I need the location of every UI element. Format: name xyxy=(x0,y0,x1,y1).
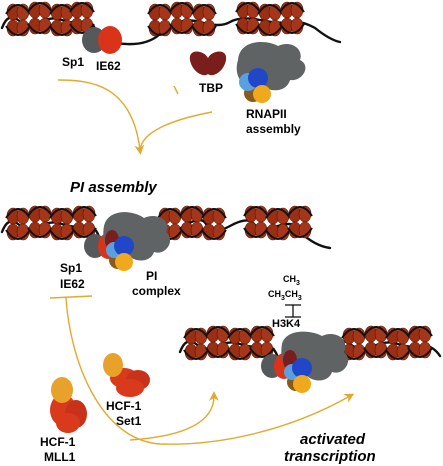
nucleosome xyxy=(169,1,195,35)
hcf1-set1-label-2: Set1 xyxy=(116,414,142,428)
activated-label: activated xyxy=(300,431,366,448)
ie62-protein xyxy=(98,26,122,54)
nucleosome xyxy=(279,1,305,35)
activation-arrows xyxy=(49,295,355,445)
tbp-protein xyxy=(189,51,227,76)
hcf1-mll1-complex xyxy=(50,377,87,433)
nucleosome xyxy=(147,3,173,37)
bottom-chromatin xyxy=(178,325,442,393)
top-chromatin xyxy=(0,1,342,54)
h3k4-methylation: CH3 CH3CH3 H3K4 xyxy=(268,274,302,330)
nucleosome xyxy=(243,205,269,239)
rnapii-label: RNAPII xyxy=(246,107,287,121)
hcf1-mll1-label-1: HCF-1 xyxy=(40,435,76,449)
nucleosome xyxy=(71,205,97,239)
hcf1-mll1-label-2: MLL1 xyxy=(44,450,76,464)
hcf1-set1-label-1: HCF-1 xyxy=(106,399,142,413)
assembly-label: assembly xyxy=(246,122,301,136)
ie62-mid-label: IE62 xyxy=(60,277,85,291)
h3k4-label: H3K4 xyxy=(272,318,301,330)
sp1-label: Sp1 xyxy=(62,55,84,69)
nucleosome xyxy=(407,325,433,359)
ch3-row: CH3CH3 xyxy=(268,289,302,302)
pi-assembly-label: PI assembly xyxy=(70,179,157,196)
nucleosome xyxy=(287,205,313,239)
complex-label: complex xyxy=(132,284,181,298)
pi-label: PI xyxy=(146,269,157,283)
ch3-top: CH3 xyxy=(283,274,300,287)
middle-chromatin xyxy=(0,205,332,271)
sp1-mid-label: Sp1 xyxy=(60,261,82,275)
nucleosome xyxy=(249,325,275,359)
rnapii-cluster xyxy=(236,41,306,103)
convergence-arrows xyxy=(57,79,213,155)
hcf1-set1-complex xyxy=(103,353,150,397)
tbp-label: TBP xyxy=(199,81,223,95)
ie62-label: IE62 xyxy=(96,59,121,73)
transcription-label: transcription xyxy=(284,448,376,465)
